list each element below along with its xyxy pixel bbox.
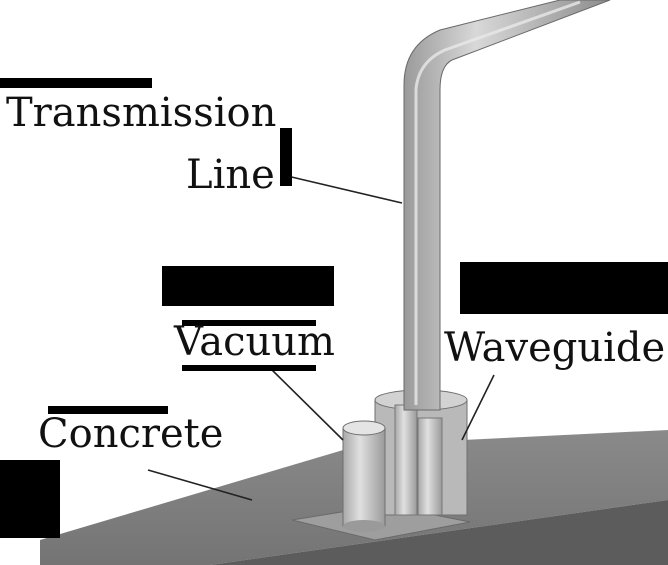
redaction-bar — [460, 262, 668, 314]
redaction-bar — [162, 266, 334, 306]
label-waveguide: Waveguide — [444, 328, 665, 368]
redaction-bar — [0, 460, 60, 538]
label-transmission: Transmission — [6, 93, 276, 133]
redaction-bar — [0, 78, 152, 88]
vacuum-cylinder — [343, 421, 385, 532]
label-line: Line — [186, 155, 275, 195]
redaction-bar — [182, 365, 316, 371]
transmission-line-leader — [283, 175, 402, 203]
label-vacuum: Vacuum — [174, 322, 335, 362]
redaction-bar — [280, 128, 292, 186]
vacuum-leader — [268, 366, 343, 440]
label-concrete: Concrete — [38, 414, 223, 454]
